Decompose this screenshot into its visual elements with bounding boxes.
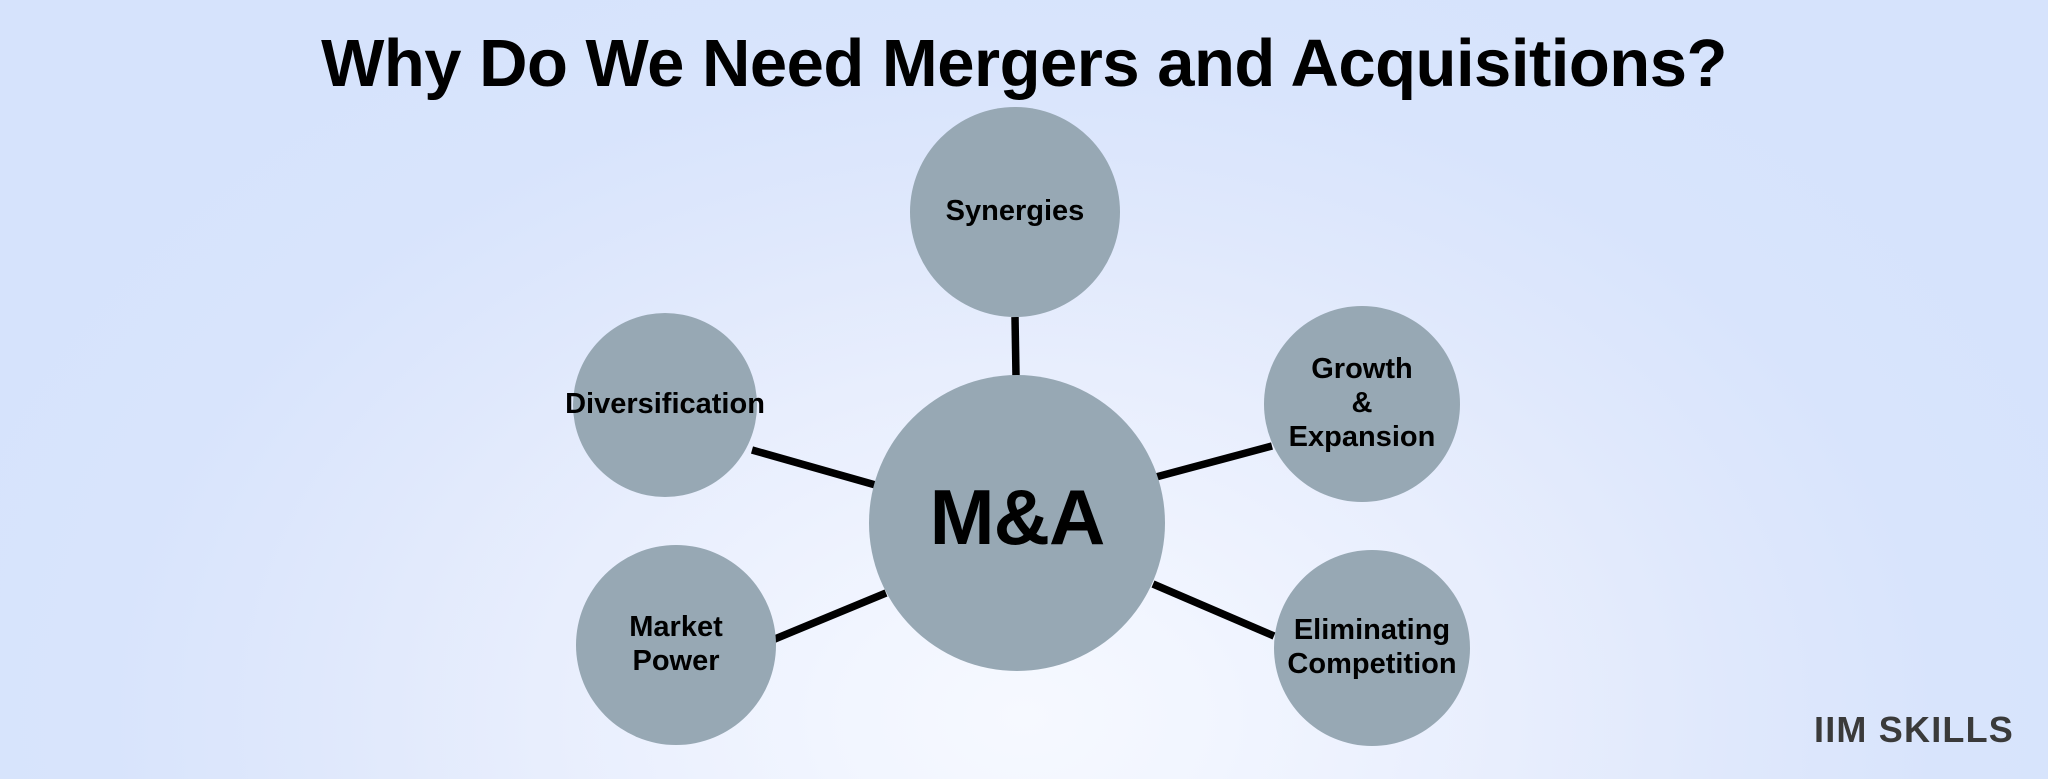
spoke-diversification-circle[interactable] <box>573 313 757 497</box>
spoke-diversification-label: Diversification <box>565 388 765 420</box>
hub-ma-label: M&A <box>930 473 1105 561</box>
page-title: Why Do We Need Mergers and Acquisitions? <box>321 26 1727 101</box>
spoke-growth-expansion[interactable]: Growth&Expansion <box>1264 306 1460 502</box>
spoke-market-power-circle[interactable] <box>576 545 776 745</box>
connector-spoke-market-power <box>768 589 888 645</box>
connector-group <box>750 316 1276 645</box>
spoke-synergies-circle[interactable] <box>910 107 1120 317</box>
connector-spoke-eliminating-competition <box>1151 580 1276 640</box>
brand-watermark: IIM SKILLS <box>1814 709 2014 750</box>
spoke-synergies[interactable]: Synergies <box>910 107 1120 317</box>
spoke-eliminating-competition-circle[interactable] <box>1274 550 1470 746</box>
spoke-diversification[interactable]: Diversification <box>565 313 765 497</box>
spoke-synergies-label: Synergies <box>946 195 1085 227</box>
connector-spoke-diversification <box>750 446 881 490</box>
spoke-growth-expansion-label: Growth&Expansion <box>1289 353 1436 453</box>
connector-spoke-synergies <box>1011 316 1020 377</box>
hub-ma-circle[interactable] <box>869 375 1165 671</box>
hub-ma[interactable]: M&A <box>869 375 1165 671</box>
spoke-growth-expansion-circle[interactable] <box>1264 306 1460 502</box>
connector-spoke-growth-expansion <box>1155 442 1273 481</box>
